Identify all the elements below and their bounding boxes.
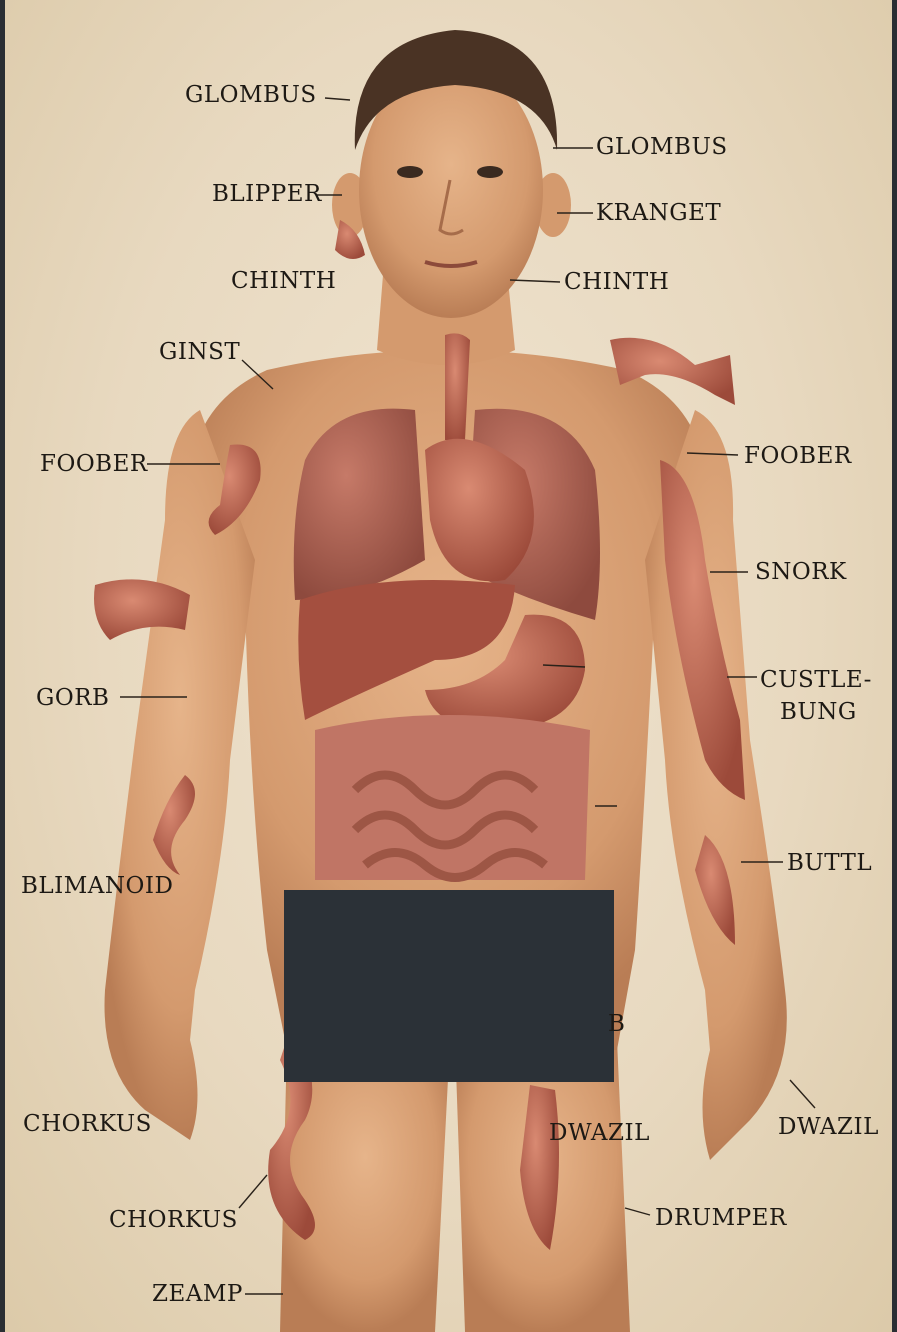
colon [315, 715, 590, 880]
label-glombus-right: GLOMBUS [596, 136, 728, 159]
label-foober-right: FOOBER [744, 445, 852, 468]
eye-left [397, 166, 423, 178]
redaction-box [284, 890, 614, 1082]
label-gorb: GORB [36, 687, 109, 710]
label-snork: SNORK [755, 561, 847, 584]
label-chinth-left: CHINTH [231, 270, 336, 293]
label-glombus-left: GLOMBUS [185, 84, 317, 107]
label-dwazil-center: DWAZIL [549, 1122, 650, 1145]
label-ginst: GINST [159, 341, 240, 364]
label-buttl: BUTTL [787, 852, 872, 875]
label-foober-left: FOOBER [40, 453, 148, 476]
label-partial-b: B [608, 1013, 625, 1036]
label-custlebung-line1: CUSTLE- [760, 669, 872, 692]
label-kranget: KRANGET [596, 202, 721, 225]
label-chinth-right: CHINTH [564, 271, 669, 294]
label-custlebung-line2: BUNG [780, 701, 857, 724]
anatomy-illustration: GLOMBUS GLOMBUS BLIPPER KRANGET CHINTH C… [5, 0, 892, 1332]
label-chorkus-left: CHORKUS [23, 1113, 152, 1136]
eye-right [477, 166, 503, 178]
label-blimanoid: BLIMANOID [21, 875, 173, 898]
label-drumper: DRUMPER [655, 1207, 787, 1230]
label-chorkus-bottom: CHORKUS [109, 1209, 238, 1232]
label-dwazil-right: DWAZIL [778, 1116, 879, 1139]
label-blipper: BLIPPER [212, 183, 322, 206]
label-zeamp: ZEAMP [152, 1283, 243, 1306]
